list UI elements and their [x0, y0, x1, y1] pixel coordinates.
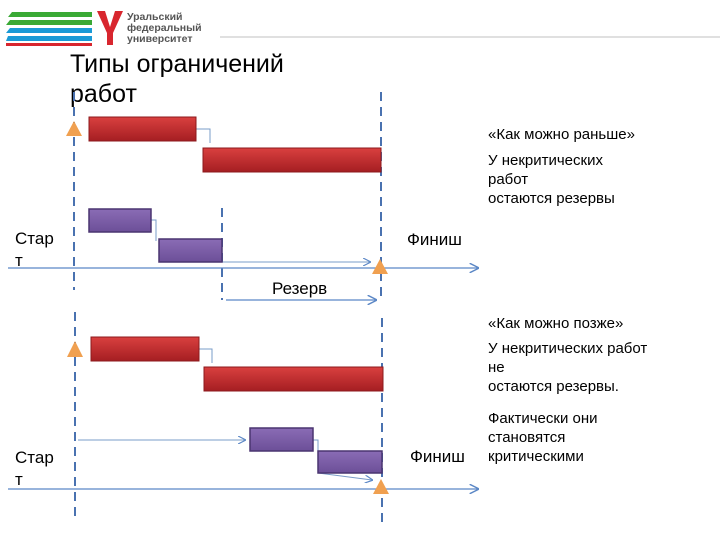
- noncritical-task-bar: [88, 208, 152, 233]
- note-asap-heading: «Как можно раньше»: [488, 126, 635, 143]
- finish-milestone-icon: [373, 479, 389, 494]
- note-asap-text: У некритических работ остаются резервы: [488, 152, 615, 207]
- critical-task-bar: [90, 336, 200, 362]
- connector: [317, 472, 372, 480]
- connector: [196, 128, 211, 143]
- stripes-logo-icon: [6, 12, 92, 46]
- finish-label-bottom: Финиш: [410, 447, 465, 466]
- critical-task-bar: [202, 147, 382, 173]
- start-label-top: Стар т: [15, 229, 54, 270]
- noncritical-task-bar: [317, 450, 383, 474]
- connector: [151, 219, 157, 241]
- noncritical-task-bar: [158, 238, 223, 263]
- start-label-bottom: Стар т: [15, 448, 54, 489]
- critical-task-bar: [203, 366, 384, 392]
- urfu-mark-icon: [97, 11, 123, 45]
- finish-label-top: Финиш: [407, 230, 462, 249]
- critical-task-bar: [88, 116, 197, 142]
- reserve-label: Резерв: [272, 279, 328, 298]
- note-alap-extra: Фактически они становятся критическими: [488, 410, 598, 465]
- start-milestone-icon: [67, 341, 83, 357]
- header-rule: [220, 36, 720, 38]
- note-alap-text: У некритических работ не остаются резерв…: [488, 340, 648, 395]
- start-milestone-icon: [66, 121, 82, 136]
- noncritical-task-bar: [249, 427, 314, 452]
- university-name: Уральский федеральный университет: [127, 11, 202, 45]
- note-alap-heading: «Как можно позже»: [488, 315, 624, 332]
- connector: [199, 348, 213, 363]
- finish-milestone-icon: [372, 259, 388, 274]
- page-title: Типы ограничений работ: [70, 50, 284, 108]
